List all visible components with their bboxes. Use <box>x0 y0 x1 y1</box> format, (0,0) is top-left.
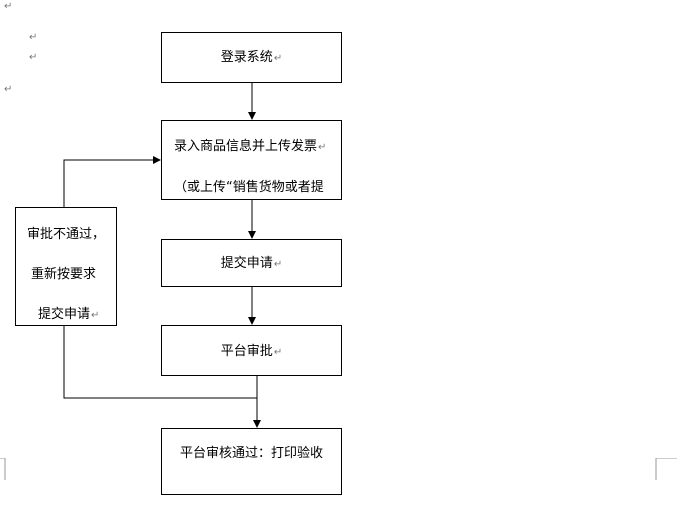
node-submit-application: 提交申请↵ <box>161 239 342 287</box>
node-enter-info-line2: （或上传“销售货物或者提 <box>174 180 324 195</box>
paragraph-mark: ↵ <box>29 52 38 63</box>
node-review-rejected: 审批不通过， 重新按要求 提交申请↵ <box>15 207 117 326</box>
node-platform-review: 平台审批↵ <box>161 325 342 376</box>
node-rejected-line1: 审批不通过， <box>27 227 106 242</box>
paragraph-mark: ↵ <box>91 310 100 321</box>
node-rejected-line2: 重新按要求 <box>31 267 97 282</box>
node-rejected-line3: 提交申请 <box>38 307 91 322</box>
paragraph-mark: ↵ <box>273 53 283 64</box>
paragraph-mark: ↵ <box>4 1 13 12</box>
node-login: 登录系统↵ <box>161 32 342 83</box>
node-enter-info-line1: 录入商品信息并上传发票 <box>174 139 318 154</box>
node-review-passed: 平台审核通过：打印验收 <box>161 428 342 495</box>
node-passed-label: 平台审核通过：打印验收 <box>179 446 323 461</box>
paragraph-mark: ↵ <box>29 32 38 43</box>
crop-mark-right <box>655 458 677 480</box>
node-enter-product-info: 录入商品信息并上传发票↵ （或上传“销售货物或者提 <box>161 120 342 200</box>
arrow-rejected-to-enter-info <box>63 156 161 208</box>
node-review-label: 平台审批 <box>220 344 273 359</box>
crop-mark-left <box>0 458 6 480</box>
paragraph-mark: ↵ <box>4 84 13 95</box>
node-login-label: 登录系统 <box>220 50 273 65</box>
node-submit-label: 提交申请 <box>220 256 273 271</box>
paragraph-mark: ↵ <box>318 142 327 153</box>
paragraph-mark: ↵ <box>273 347 283 358</box>
paragraph-mark: ↵ <box>273 259 283 270</box>
